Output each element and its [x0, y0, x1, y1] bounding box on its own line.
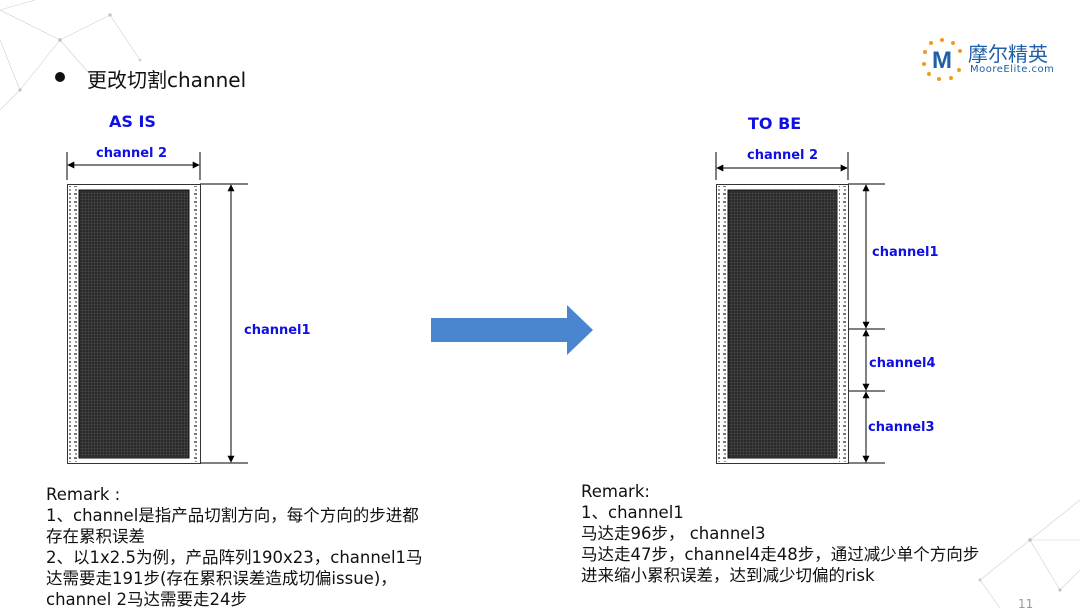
remark-left-line: 存在累积误差: [46, 527, 145, 546]
page-number: 11: [1018, 597, 1034, 611]
remark-left-line: 2、以1x2.5为例，产品阵列190x23，channel1马: [46, 548, 423, 567]
logo-name: 摩尔精英: [968, 42, 1048, 66]
logo-mark-icon: M: [922, 38, 962, 81]
to-be-channel3-label: channel3: [868, 420, 935, 435]
remark-left-title: Remark :: [46, 485, 121, 504]
remark-left: Remark : 1、channel是指产品切割方向，每个方向的步进都 存在累积…: [46, 484, 423, 610]
title-bullet: [55, 72, 65, 82]
network-decoration-top-left: [0, 0, 142, 111]
logo: M 摩尔精英 MooreElite.com: [922, 36, 1062, 82]
remark-right-line: 1、channel1: [581, 503, 684, 522]
as-is-width-label: channel 2: [96, 146, 168, 161]
logo-domain: MooreElite.com: [970, 64, 1055, 75]
remark-right-line: 马达走96步， channel3: [581, 524, 766, 543]
logo-letter: M: [932, 47, 952, 74]
to-be-channel4-label: channel4: [869, 356, 936, 371]
as-is-heading: AS IS: [109, 112, 156, 131]
remark-left-line: channel 2马达需要走24步: [46, 590, 248, 609]
remark-right-title: Remark:: [581, 482, 650, 501]
as-is-panel-image: [67, 184, 201, 464]
to-be-panel-image: [716, 184, 849, 464]
remark-left-line: 达需要走191步(存在累积误差造成切偏issue)，: [46, 569, 397, 588]
right-arrow-icon: [431, 305, 593, 355]
to-be-width-label: channel 2: [747, 148, 819, 163]
remark-right-line: 进来缩小累积误差，达到减少切偏的risk: [581, 566, 875, 585]
remark-right-line: 马达走47步，channel4走48步，通过减少单个方向步: [581, 545, 980, 564]
as-is-height-label: channel1: [244, 323, 311, 338]
remark-right: Remark: 1、channel1 马达走96步， channel3 马达走4…: [581, 481, 979, 586]
page-title: 更改切割channel: [87, 68, 247, 92]
to-be-heading: TO BE: [748, 114, 802, 133]
to-be-channel1-label: channel1: [872, 245, 939, 260]
remark-left-line: 1、channel是指产品切割方向，每个方向的步进都: [46, 506, 419, 525]
